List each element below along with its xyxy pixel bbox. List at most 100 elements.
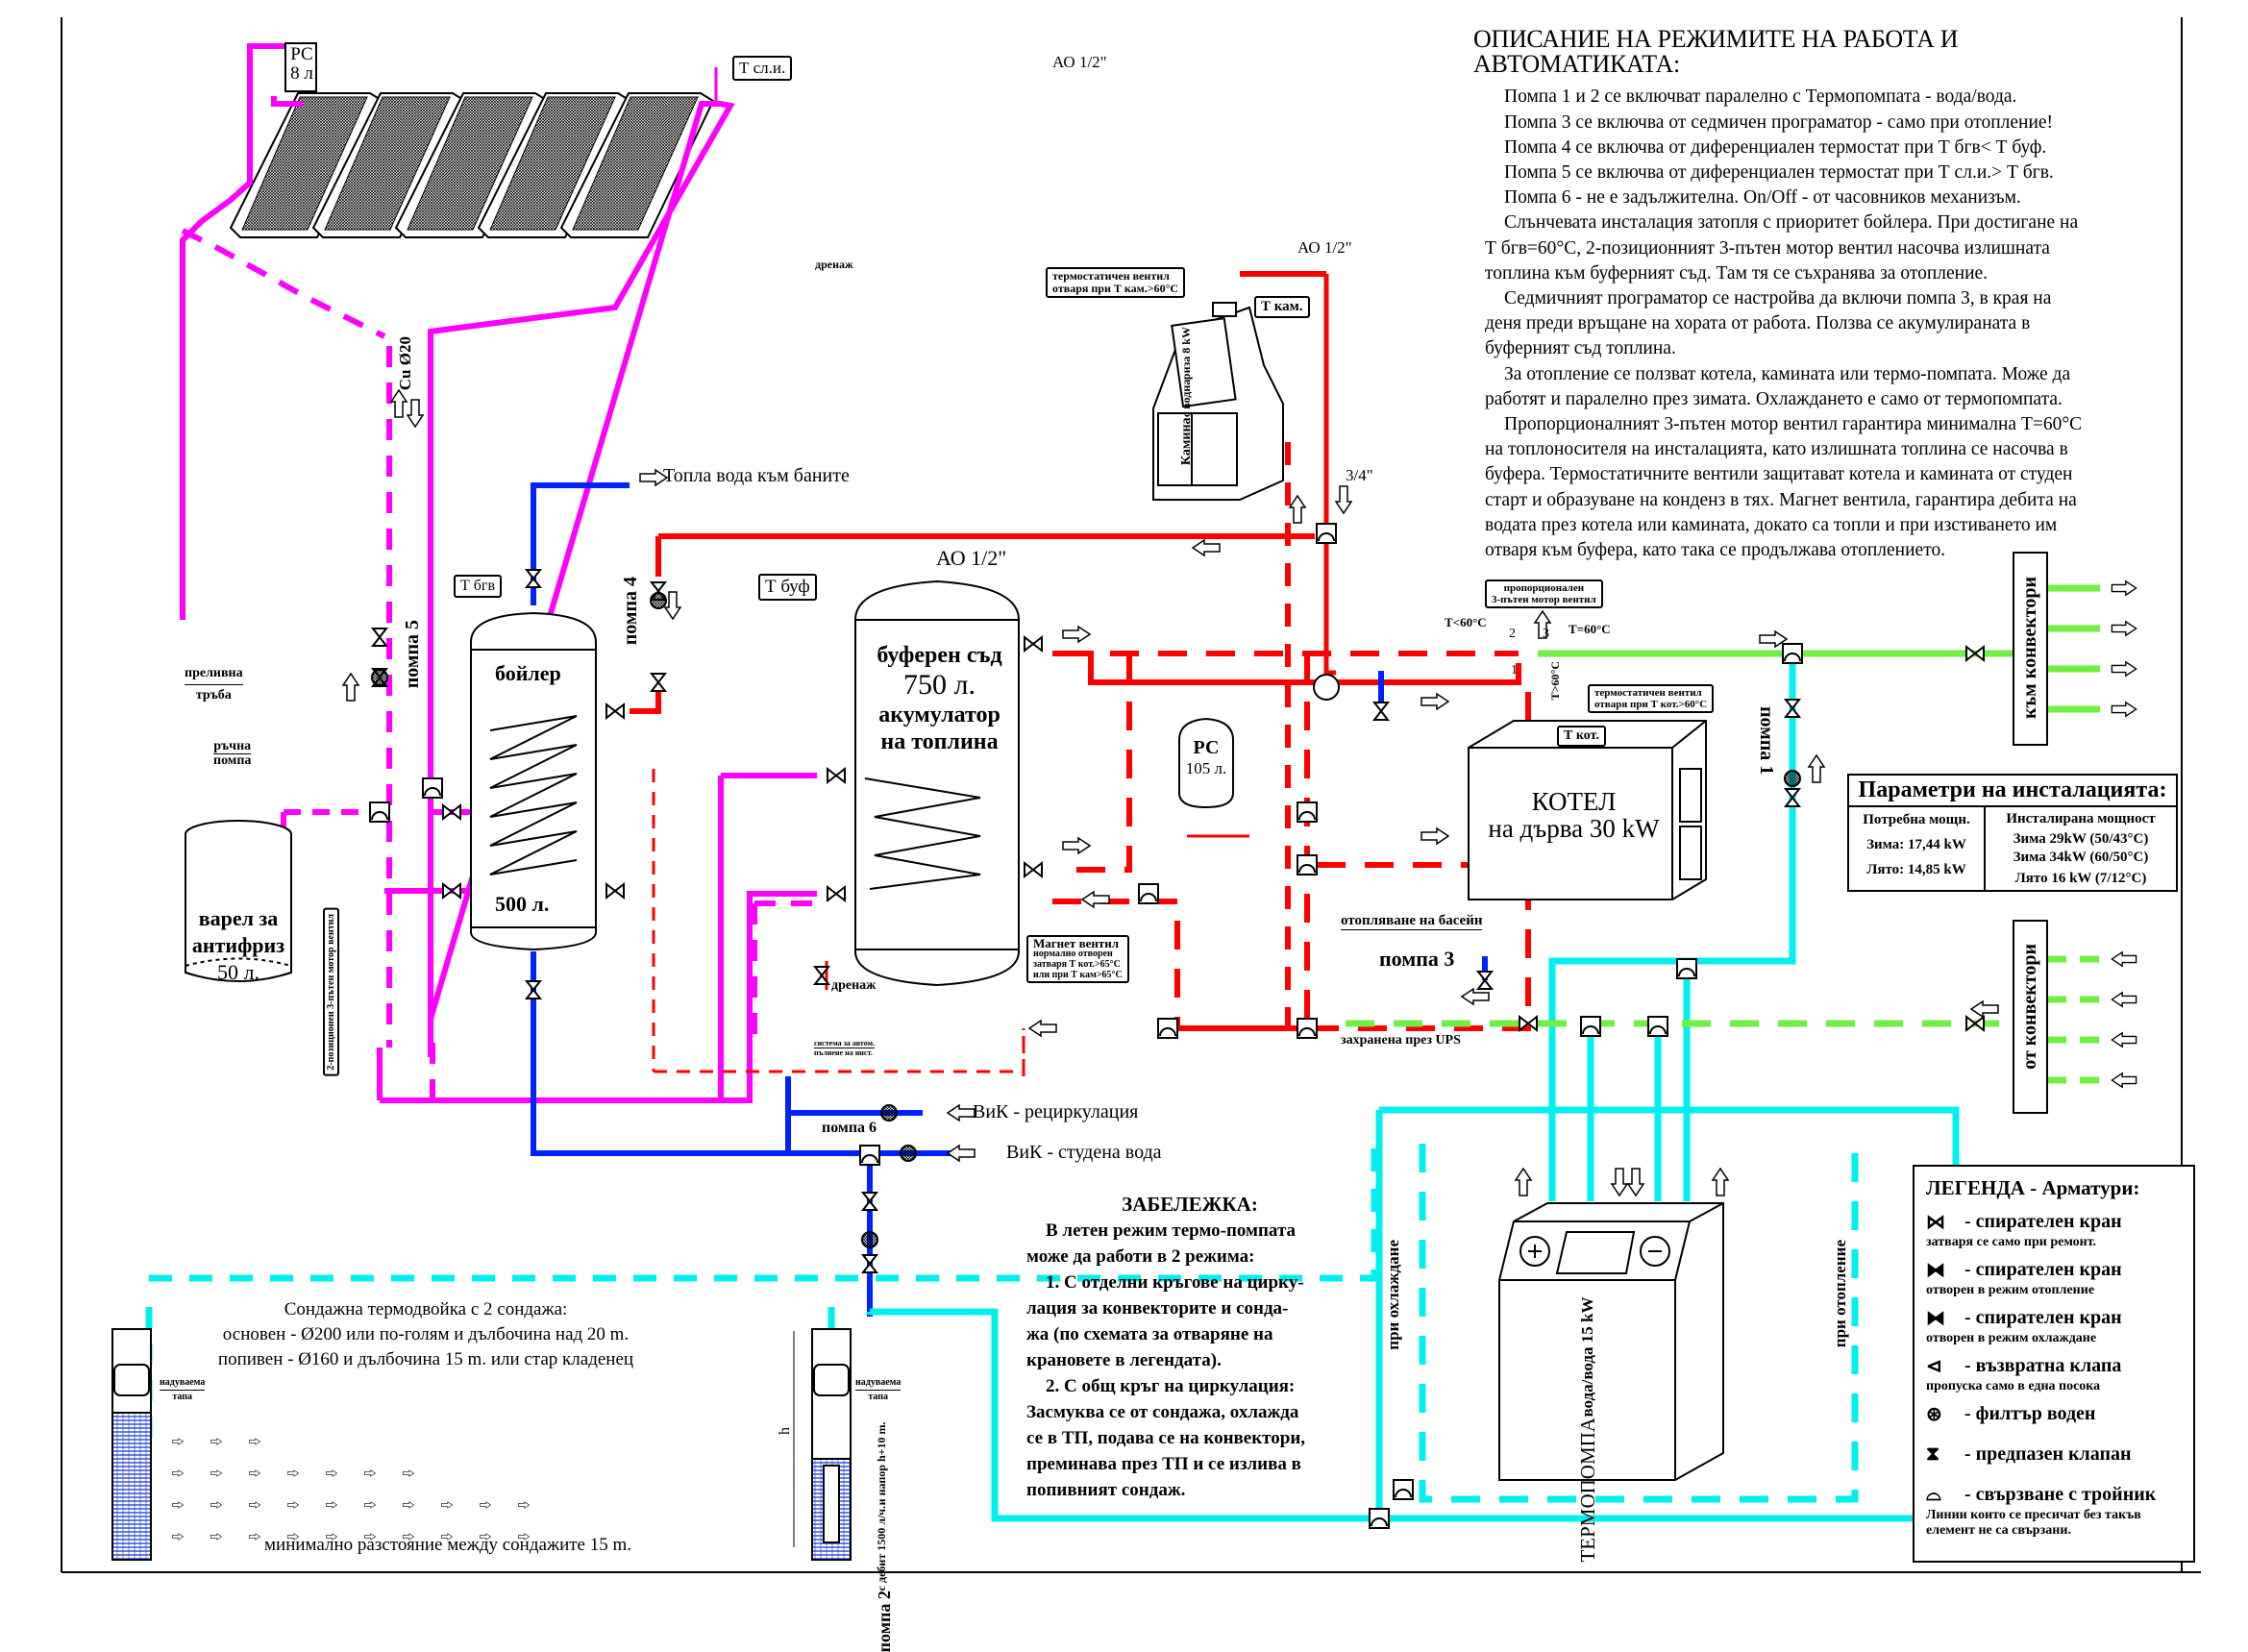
tee-connection-icon: ⌓ xyxy=(1926,1483,1941,1505)
hand-pump-label-line: помпа xyxy=(213,753,252,768)
summer-mode-note-title: ЗАБЕЛЕЖКА: xyxy=(1122,1193,1258,1216)
ground-probe-title: Сондажна термодвойка с 2 сондажа: xyxy=(284,1299,568,1319)
boiler-tv-line: термостатичен вентил xyxy=(1594,687,1702,699)
description-line: Помпа 5 се включва от диференциален терм… xyxy=(1504,162,2054,184)
ground-flow-arrows xyxy=(172,1438,530,1541)
description-line: топлина към буферният съд. Там тя се съх… xyxy=(1485,262,1989,284)
inflatable-plug-2: надуваема тапа xyxy=(855,1376,902,1404)
ground-probe-absorb: попивен - Ø160 и дълбочина 15 m. или ста… xyxy=(217,1349,634,1369)
fireplace-label-line: Камина xyxy=(1179,417,1194,466)
required-power-summer: Лято: 14,85 kW xyxy=(1866,862,1966,877)
description-line: буфера. Термостатичните вентили защитава… xyxy=(1485,464,2073,485)
hand-pump-label: ръчна помпа xyxy=(213,740,252,768)
description-line: За отопление се ползват котела, камината… xyxy=(1504,363,2071,384)
to-convectors-label: към конвектори xyxy=(2019,577,2040,719)
installation-parameters-table: Параметри на инсталацията: Потребна мощн… xyxy=(1847,774,2178,892)
antifreeze-barrel-label: варел за антифриз 50 л. xyxy=(190,905,286,986)
cold-water-label: ВиК - студена вода xyxy=(1006,1142,1162,1163)
note-line: 2. С общ кръг на циркулация: xyxy=(1046,1376,1296,1396)
pump-2-title: помпа 2 xyxy=(875,1590,894,1652)
legend-spacer xyxy=(1915,1427,2193,1441)
dhw-boiler-volume: 500 л. xyxy=(495,892,550,916)
legend-item: ⋈- спирателен кран xyxy=(1926,1208,2193,1235)
fittings-legend-title: ЛЕГЕНДА - Арматури: xyxy=(1926,1176,2140,1199)
legend-item-description: затваря се само при ремонт. xyxy=(1926,1235,2097,1249)
description-line: Помпа 4 се включва от диференциален терм… xyxy=(1504,136,2047,158)
pump-3-label: помпа 3 xyxy=(1379,947,1455,971)
fireplace-label: Камина с водна риза 8 kW xyxy=(1179,327,1194,466)
legend-item-description: отворен в режим охлаждане xyxy=(1926,1331,2097,1345)
buffer-tank-label-line: на топлина xyxy=(880,729,999,754)
t-equal-60-label: T=60°C xyxy=(1569,622,1611,636)
legend-item: ⊛ - филтър воден xyxy=(1926,1400,2193,1427)
hot-water-to-bathrooms-label: Топла вода към баните xyxy=(663,465,850,486)
magnet-valve-note-line: или при Т кам>65°C xyxy=(1033,970,1123,980)
expansion-vessel-105-bottom: 105 л. xyxy=(1185,759,1227,777)
shutoff-valve-cooling-icon: ⧓ xyxy=(1926,1307,1945,1329)
legend-item-label: - филтър воден xyxy=(1964,1402,2096,1424)
description-line: Помпа 1 и 2 се включват паралелно с Терм… xyxy=(1504,86,2017,108)
wood-boiler-label-line: на дърва 30 kW xyxy=(1488,814,1660,843)
convector-pipes xyxy=(1346,584,2100,1084)
legend-item: ⌓ - свързване с тройник xyxy=(1926,1481,2193,1508)
solar-collector-array xyxy=(229,92,715,238)
note-line: жа (по схемата за отваряне на xyxy=(1026,1324,1273,1344)
ground-probe-main: основен - Ø200 или по-голям и дълбочина … xyxy=(222,1324,630,1344)
legend-item: ⊲- възвратна клапа xyxy=(1926,1352,2193,1379)
valve-port-1: 1 xyxy=(1511,663,1518,678)
legend-item-label: - спирателен кран xyxy=(1964,1258,2122,1280)
magnet-valve-note-line: затваря Т кот.>65°C xyxy=(1033,959,1121,970)
heat-pump-title: ТЕРМОПОМПА xyxy=(1576,1418,1599,1563)
installed-power-column: Инсталирана мощност Зима 29kW (50/43°C) … xyxy=(1986,807,2176,890)
inflatable-plug-1: надуваема тапа xyxy=(160,1376,206,1404)
circulation-pump-symbol xyxy=(1313,674,1340,701)
fireplace-tv-line: отваря при Т кам.>60°С xyxy=(1052,282,1179,295)
overflow-pipe-label: преливна тръба xyxy=(185,663,243,706)
expansion-vessel-8-label-top: РС xyxy=(290,44,313,64)
auto-fill-line: пълнене на инст. xyxy=(814,1048,873,1057)
summer-mode-note-body: В летен режим термо-помпата може да работ… xyxy=(1026,1218,1353,1503)
buffer-tank-label: буферен съд 750 л. акумулатор на топлина xyxy=(865,642,1014,755)
boiler-thermostatic-valve-note: термостатичен вентил отваря при Т кот.>6… xyxy=(1588,684,1715,713)
probe-min-distance: минимално разстояние между сондажите 15 … xyxy=(264,1535,632,1555)
dhw-boiler-label: бойлер xyxy=(495,661,561,685)
pipe-cu20-label: Cu Ø20 xyxy=(396,336,414,391)
required-power-column: Потребна мощн. Зима: 17,44 kW Лято: 14,8… xyxy=(1849,807,1986,890)
proportional-valve-note: пропорционален 3-пътен мотор вентил xyxy=(1485,579,1603,608)
note-line: се в ТП, подава се на конвектори, xyxy=(1026,1428,1306,1448)
pump-2-flow: с дебит 1500 л/ч. xyxy=(875,1505,888,1591)
from-convectors-label: от конвектори xyxy=(2019,944,2040,1070)
description-line: отваря към буфера, като така се продължа… xyxy=(1485,540,1946,561)
collector-drain-label: дренаж xyxy=(815,258,853,271)
dhw-boiler-tank xyxy=(470,611,597,951)
description-line: деня преди връщане на хората от работа. … xyxy=(1485,313,2031,334)
legend-item-label: - свързване с тройник xyxy=(1964,1483,2157,1505)
valve-port-3: 3 xyxy=(1543,627,1549,641)
legend-spacer xyxy=(1915,1467,2193,1481)
note-line: В летен режим термо-помпата xyxy=(1046,1221,1297,1241)
description-line: буферният съд топлина. xyxy=(1485,338,1676,359)
fireplace-label-line: риза 8 kW xyxy=(1179,327,1193,381)
description-line: Пропорционалният 3-пътен мотор вентил га… xyxy=(1504,414,2083,435)
description-line: водата през котела или камината, докато … xyxy=(1485,514,2058,535)
heat-pump-unit xyxy=(1498,1202,1724,1481)
fireplace-tv-line: термостатичен вентил xyxy=(1052,269,1170,283)
safety-valve-icon: ⧗ xyxy=(1926,1442,1940,1465)
required-power-header: Потребна мощн. xyxy=(1863,812,1970,827)
prop-valve-line: пропорционален xyxy=(1503,582,1585,594)
installation-parameters-title: Параметри на инсталацията: xyxy=(1849,776,2176,807)
antifreeze-barrel xyxy=(185,820,292,982)
expansion-vessel-8-label: РС 8 л xyxy=(287,45,316,84)
note-line: може да работи в 2 режима: xyxy=(1026,1246,1255,1267)
legend-item: ⧓- спирателен кран xyxy=(1926,1256,2193,1283)
water-filter-icon: ⊛ xyxy=(1926,1403,1942,1425)
check-valve-icon: ⊲ xyxy=(1926,1355,1942,1377)
legend-item-description: Линии които се пресичат без такъв елемен… xyxy=(1926,1508,2141,1538)
hydraulic-scheme xyxy=(61,17,2201,1573)
air-vent-fireplace: АО 1/2" xyxy=(1297,238,1352,257)
installation-parameters-row: Потребна мощн. Зима: 17,44 kW Лято: 14,8… xyxy=(1849,807,2176,890)
ground-probe-description: Сондажна термодвойка с 2 сондажа: основе… xyxy=(166,1297,685,1372)
solar-circuit-pipes xyxy=(180,43,817,1103)
description-line: старт и образуване на конденз в тях. Маг… xyxy=(1485,489,2077,510)
